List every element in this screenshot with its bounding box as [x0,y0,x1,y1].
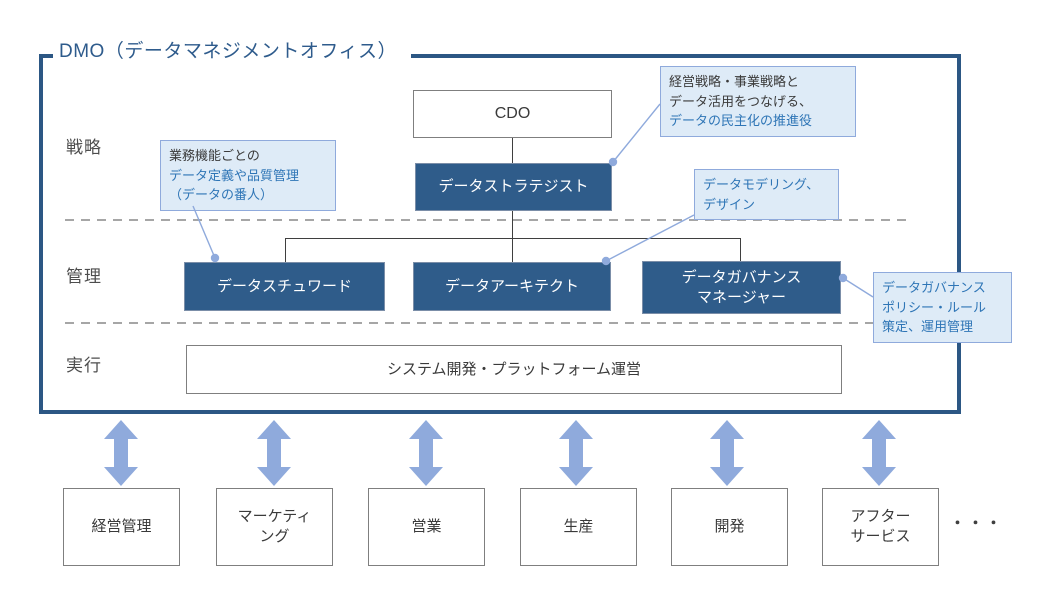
divider-strategy-management [65,219,913,221]
callout-line: データ定義や品質管理 [169,167,300,183]
updown-arrow-icon [559,420,593,486]
connector-line [285,238,286,263]
callout-governance: データガバナンス ポリシー・ルール 策定、運用管理 [873,272,1012,343]
dept-box-marketing: マーケティ ング [216,488,333,566]
data-steward-box: データスチュワード [184,262,385,311]
callout-line: （データの番人） [169,187,274,202]
callout-line: 経営戦略・事業戦略と [669,74,800,89]
updown-arrow-icon [104,420,138,486]
row-label-execution: 実行 [66,356,102,375]
connector-line [512,211,513,238]
data-architect-box: データアーキテクト [413,262,611,311]
updown-arrow-icon [409,420,443,486]
data-governance-manager-box: データガバナンス マネージャー [642,261,841,314]
dept-box-production: 生産 [520,488,637,566]
callout-strategist: 経営戦略・事業戦略と データ活用をつなげる、 データの民主化の推進役 [660,66,856,137]
connector-line [285,238,741,239]
callout-line: 策定、運用管理 [882,319,974,334]
dmo-frame [39,54,961,414]
divider-management-execution [65,322,913,324]
title-background-patch [53,50,411,62]
updown-arrow-icon [710,420,744,486]
callout-steward: 業務機能ごとの データ定義や品質管理 （データの番人） [160,140,336,211]
connector-line [512,238,513,263]
more-departments-ellipsis: ・・・ [950,515,1005,532]
system-platform-box: システム開発・プラットフォーム運営 [186,345,842,394]
callout-line: デザイン [703,196,756,212]
callout-line: データの民主化の推進役 [669,113,813,128]
connector-line [512,138,513,163]
dept-box-after-service: アフター サービス [822,488,939,566]
callout-line: データガバナンス [882,280,986,295]
updown-arrow-icon [257,420,291,486]
callout-line: データ活用をつなげる、 [669,93,813,109]
dept-box-sales: 営業 [368,488,485,566]
row-label-management: 管理 [66,267,102,286]
cdo-box: CDO [413,90,612,138]
callout-architect: データモデリング、 デザイン [694,169,839,220]
callout-line: 業務機能ごとの [169,148,260,163]
callout-line: ポリシー・ルール [882,299,987,315]
callout-line: データモデリング、 [703,177,820,192]
dept-box-management: 経営管理 [63,488,180,566]
dept-box-development: 開発 [671,488,788,566]
diagram-title: DMO（データマネジメントオフィス） [59,41,397,62]
connector-line [740,238,741,262]
row-label-strategy: 戦略 [66,138,102,157]
data-strategist-box: データストラテジスト [415,163,612,211]
updown-arrow-icon [862,420,896,486]
